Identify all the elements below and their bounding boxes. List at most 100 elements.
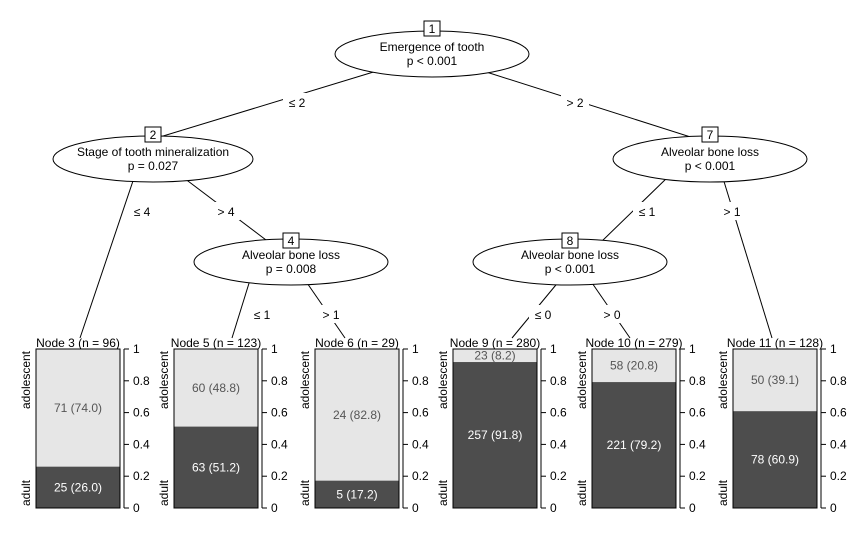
terminal-node-5: Node 10 (n = 279) 58 (20.8) 221 (79.2) adol… (575, 336, 706, 515)
edge-label-8-right: > 0 (603, 308, 620, 322)
tick-label: 1 (830, 342, 837, 356)
node-id-2: 2 (150, 128, 157, 142)
tick-label: 0.8 (689, 374, 706, 388)
bar-frame (314, 348, 400, 509)
edge-label-1-left: ≤ 2 (289, 96, 306, 110)
node-pvalue-7: p < 0.001 (685, 159, 736, 173)
tick-label: 1 (133, 342, 140, 356)
tick-label: 0.4 (550, 437, 567, 451)
edge-label-2-left: ≤ 4 (134, 205, 151, 219)
terminal-node-4: Node 9 (n = 280)23 (8.2)257 (91.8)adoles… (436, 336, 567, 515)
class-label-adult: adult (716, 479, 730, 506)
data-label-adult: 257 (91.8) (468, 428, 523, 442)
class-label-adolescent: adolescent (575, 350, 589, 409)
node-id-4: 4 (288, 234, 295, 248)
tick-label: 0.2 (133, 469, 150, 483)
node-pvalue-4: p = 0.008 (266, 262, 317, 276)
inner-nodes: 1 Emergence of tooth p < 0.001 2 Stage o… (52, 20, 808, 286)
node-id-7: 7 (707, 128, 714, 142)
tick-label: 0 (271, 501, 278, 515)
data-label-adult: 5 (17.2) (336, 487, 377, 501)
terminal-node-title: Node 10 (n = 279) (585, 336, 682, 350)
tick-label: 0.6 (133, 406, 150, 420)
bar-adult (315, 480, 399, 508)
tick-label: 0.4 (830, 437, 847, 451)
edge-label-4-right: > 1 (322, 308, 339, 322)
data-label-adolescent: 50 (39.1) (751, 373, 799, 387)
tick-label: 0.4 (689, 437, 706, 451)
tree-edges (79, 69, 773, 339)
inner-node-4: 4 Alveolar bone loss p = 0.008 (193, 232, 389, 286)
bar-adolescent (174, 349, 258, 427)
terminal-node-title: Node 3 (n = 96) (36, 336, 120, 350)
tick-label: 0.8 (133, 374, 150, 388)
terminal-node-2: Node 5 (n = 123)60 (48.8)63 (51.2)adoles… (157, 336, 288, 515)
inner-node-7: 7 Alveolar bone loss p < 0.001 (612, 126, 808, 183)
class-label-adult: adult (575, 479, 589, 506)
node-id-1: 1 (429, 22, 436, 36)
tick-label: 1 (689, 342, 696, 356)
tick-label: 0 (133, 501, 140, 515)
bar-adolescent (592, 349, 676, 383)
node-variable-2: Stage of tooth mineralization (77, 145, 229, 159)
terminal-node-6: Node 11 (n = 128)50 (39.1)78 (60.9)adole… (716, 336, 847, 515)
tick-label: 0.8 (830, 374, 847, 388)
class-label-adult: adult (436, 479, 450, 506)
tick-label: 0.2 (689, 469, 706, 483)
bar-adolescent (315, 349, 399, 481)
edge-1-2 (149, 69, 381, 141)
class-label-adolescent: adolescent (716, 350, 730, 409)
terminal-nodes: Node 3 (n = 96)71 (74.0)25 (26.0)adolesc… (19, 336, 847, 515)
class-label-adult: adult (298, 479, 312, 506)
edge-label-7-right: > 1 (723, 205, 740, 219)
bar-adult (733, 411, 817, 508)
bar-frame (173, 348, 259, 509)
tick-label: 1 (271, 342, 278, 356)
tick-label: 1 (412, 342, 419, 356)
bar-adult (174, 426, 258, 508)
bar-adult (453, 362, 537, 508)
tick-label: 0.6 (830, 406, 847, 420)
bar-frame (35, 348, 121, 509)
data-label-adult: 63 (51.2) (192, 460, 240, 474)
tick-label: 0.6 (550, 406, 567, 420)
data-label-adolescent: 58 (20.8) (610, 359, 658, 373)
node-id-8: 8 (567, 234, 574, 248)
class-label-adult: adult (19, 479, 33, 506)
tick-label: 1 (550, 342, 557, 356)
class-label-adolescent: adolescent (436, 350, 450, 409)
data-label-adolescent: 71 (74.0) (54, 401, 102, 415)
data-label-adult: 78 (60.9) (751, 453, 799, 467)
terminal-node-1: Node 3 (n = 96)71 (74.0)25 (26.0)adolesc… (19, 336, 150, 515)
tick-label: 0.8 (412, 374, 429, 388)
edge-label-8-left: ≤ 0 (535, 308, 552, 322)
bar-frame (591, 348, 677, 509)
tick-label: 0 (412, 501, 419, 515)
class-label-adolescent: adolescent (19, 350, 33, 409)
terminal-node-title: Node 6 (n = 29) (315, 336, 399, 350)
node-pvalue-2: p = 0.027 (128, 159, 179, 173)
edge-1-7 (479, 69, 701, 141)
edge-7-11 (721, 174, 773, 339)
edge-label-7-left: ≤ 1 (639, 205, 656, 219)
edge-label-2-right: > 4 (217, 205, 234, 219)
tick-label: 0 (550, 501, 557, 515)
bar-frame (452, 348, 538, 509)
bar-adolescent (453, 349, 537, 363)
data-label-adult: 221 (79.2) (607, 438, 662, 452)
tick-label: 0.8 (550, 374, 567, 388)
node-variable-7: Alveolar bone loss (661, 145, 759, 159)
bar-adolescent (36, 349, 120, 467)
edge-4-5 (231, 279, 251, 339)
data-label-adolescent: 60 (48.8) (192, 381, 240, 395)
edge-labels: ≤ 2 > 2 ≤ 4 > 4 ≤ 1 > 1 ≤ 1 > 1 ≤ 0 > 0 (128, 93, 746, 323)
class-label-adult: adult (157, 479, 171, 506)
tick-label: 0.8 (271, 374, 288, 388)
bar-adolescent (733, 349, 817, 412)
inner-node-2: 2 Stage of tooth mineralization p = 0.02… (52, 126, 254, 183)
bar-frame (732, 348, 818, 509)
edge-2-3 (79, 174, 136, 339)
tick-label: 0.4 (412, 437, 429, 451)
node-variable-1: Emergence of tooth (380, 40, 485, 54)
